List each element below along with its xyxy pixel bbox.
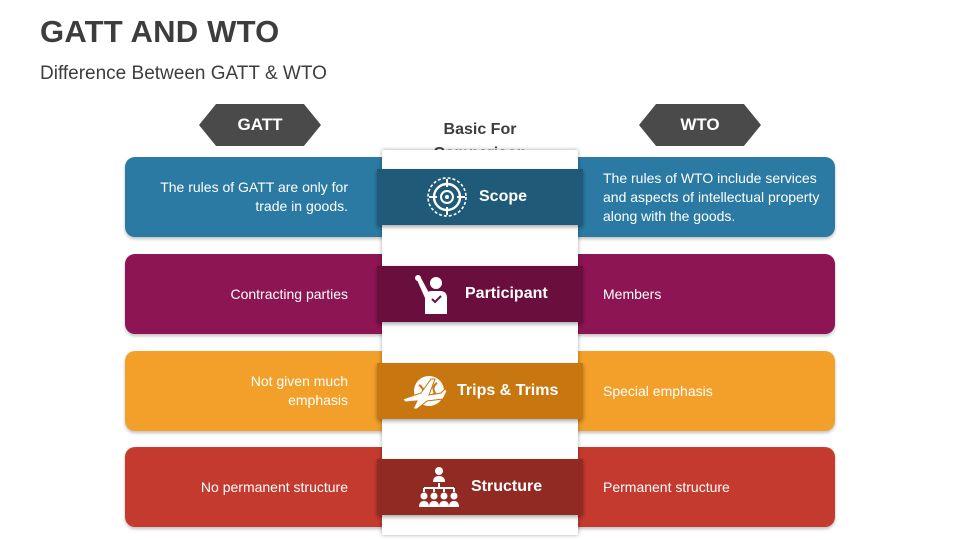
structure-wto-text: Permanent structure <box>603 478 730 495</box>
criterion-scope-label: Scope <box>479 188 528 205</box>
org-chart-icon <box>413 465 465 509</box>
criterion-scope: Scope <box>377 169 583 225</box>
page-title: GATT AND WTO <box>40 14 280 49</box>
wto-header: WTO <box>639 104 761 146</box>
target-icon <box>421 175 473 219</box>
scope-gatt-text: The rules of GATT are only for trade in … <box>160 179 348 214</box>
person-raising-hand-icon <box>407 272 459 316</box>
criterion-structure-label: Structure <box>471 478 543 495</box>
participant-gatt-text: Contracting parties <box>230 285 348 302</box>
gatt-header: GATT <box>199 104 321 146</box>
basis-header-line1: Basic For <box>443 121 517 138</box>
globe-airplane-icon <box>399 369 451 413</box>
trips-wto-text: Special emphasis <box>603 382 713 399</box>
structure-gatt-text: No permanent structure <box>200 478 348 495</box>
criterion-trips: Trips & Trims <box>377 363 583 419</box>
criterion-participant: Participant <box>377 266 583 322</box>
trips-gatt-text: Not given much emphasis <box>250 373 348 408</box>
scope-wto-text: The rules of WTO include services and as… <box>603 169 820 224</box>
criterion-structure: Structure <box>377 459 583 515</box>
page-subtitle: Difference Between GATT & WTO <box>40 63 327 84</box>
participant-wto-text: Members <box>603 285 662 302</box>
criterion-participant-label: Participant <box>465 285 548 302</box>
criterion-trips-label: Trips & Trims <box>457 382 559 399</box>
